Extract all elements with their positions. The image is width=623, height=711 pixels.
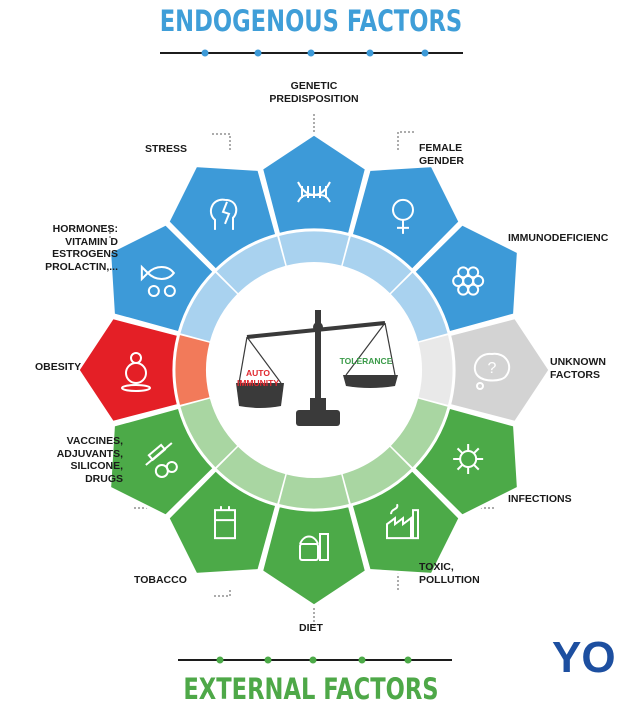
label-female-line-1: GENDER <box>419 154 464 167</box>
label-vaccines-line-3: DRUGS <box>85 472 123 485</box>
food-icon <box>299 533 329 561</box>
label-infections-line-0: INFECTIONS <box>508 493 572 505</box>
segment-inner-unknown <box>418 334 454 406</box>
segment-inner-stress <box>215 235 286 294</box>
label-toxic-line-1: POLLUTION <box>419 573 480 586</box>
tolerance-label: TOLERANCE <box>340 356 393 366</box>
corner-text: YO <box>552 633 616 682</box>
segment-inner-female <box>342 235 413 294</box>
segment-diet <box>260 503 368 608</box>
segment-inner-hormones <box>179 271 238 342</box>
label-hormones-line-1: VITAMIN D <box>65 235 118 248</box>
bottom-divider <box>178 656 452 664</box>
segment-inner-genetic <box>278 230 350 266</box>
external-factors-title: EXTERNAL FACTORS <box>183 672 439 706</box>
label-immuno-line-0: IMMUNODEFICIENC <box>508 232 609 244</box>
label-tobacco: TOBACCO <box>134 574 187 587</box>
fish-sun-icon <box>140 264 176 297</box>
label-vaccines-line-0: VACCINES, <box>66 435 123 447</box>
label-stress: STRESS <box>145 143 187 156</box>
label-hormones-line-3: PROLACTIN,... <box>45 260 118 273</box>
segment-inner-obesity <box>174 334 210 406</box>
person-scale-icon <box>121 352 151 392</box>
label-vaccines-line-2: SILICONE, <box>70 460 123 472</box>
segment-immuno <box>412 222 520 335</box>
label-diet: DIET <box>299 622 323 635</box>
segment-obesity <box>76 316 181 424</box>
segment-inner-diet <box>278 474 350 510</box>
segment-unknown <box>447 316 552 424</box>
label-tobacco-line-0: TOBACCO <box>134 574 187 586</box>
segment-tobacco <box>166 468 279 576</box>
label-unknown-line-1: FACTORS <box>550 368 600 381</box>
germ-icon <box>453 444 484 474</box>
cigarette-pack-icon <box>214 506 236 540</box>
label-unknown-line-0: UNKNOWN <box>550 356 606 368</box>
segment-stress <box>166 164 279 272</box>
segment-inner-vaccines <box>179 398 238 469</box>
label-vaccines: VACCINES,ADJUVANTS,SILICONE,DRUGS <box>43 435 123 485</box>
factory-icon <box>386 503 419 540</box>
label-hormones-line-2: ESTROGENS <box>52 248 118 260</box>
dna-icon <box>297 181 331 203</box>
segment-female <box>349 164 462 272</box>
segment-inner-immuno <box>390 271 449 342</box>
label-toxic: TOXIC,POLLUTION <box>419 561 480 586</box>
label-obesity: OBESITY <box>35 361 81 374</box>
segment-vaccines <box>108 405 216 518</box>
label-infections: INFECTIONS <box>508 493 572 506</box>
connector-tobacco <box>214 590 231 597</box>
label-diet-line-0: DIET <box>299 622 323 634</box>
virus-cells-icon <box>452 266 485 296</box>
svg-text:?: ? <box>488 360 497 377</box>
center-circle <box>209 265 419 475</box>
label-obesity-line-0: OBESITY <box>35 361 82 373</box>
top-divider <box>160 49 463 57</box>
segment-infections <box>412 405 520 518</box>
segment-inner-infections <box>390 398 449 469</box>
female-symbol-icon <box>392 198 414 234</box>
label-stress-line-0: STRESS <box>145 143 188 155</box>
segment-inner-tobacco <box>215 446 286 505</box>
connector-stress <box>212 133 231 150</box>
factor-icons: ? <box>121 181 511 561</box>
segment-genetic <box>260 132 368 237</box>
connector-hormones <box>100 225 111 238</box>
segment-inner-toxic <box>342 446 413 505</box>
label-genetic-line-0: GENETIC <box>290 80 338 92</box>
head-stress-icon <box>209 198 238 230</box>
label-toxic-line-0: TOXIC, <box>419 561 454 573</box>
connector-female <box>397 131 414 150</box>
label-female-line-0: FEMALE <box>419 142 463 154</box>
syringe-pills-icon <box>145 442 178 478</box>
endogenous-factors-title: ENDOGENOUS FACTORS <box>159 4 463 38</box>
balance-scale-icon <box>236 310 398 426</box>
label-vaccines-line-1: ADJUVANTS, <box>56 447 123 460</box>
factor-segments <box>76 132 552 608</box>
question-bubble-icon: ? <box>473 352 511 390</box>
label-immuno: IMMUNODEFICIENC <box>508 232 608 245</box>
label-genetic-line-1: PREDISPOSITION <box>269 92 359 105</box>
label-hormones-line-0: HORMONES: <box>52 223 118 235</box>
